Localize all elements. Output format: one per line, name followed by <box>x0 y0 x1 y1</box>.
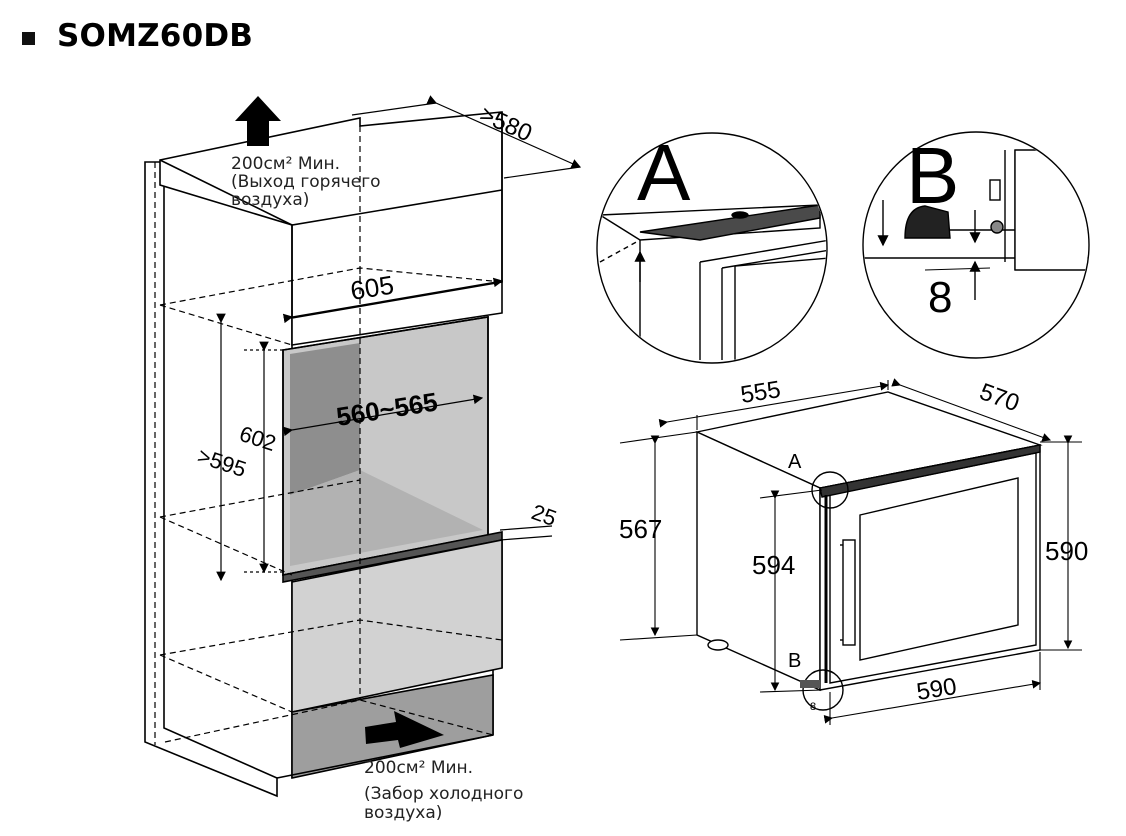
inlet-area-label: 200см² Мин. <box>364 758 473 778</box>
detail-b-dim: 8 <box>928 273 952 322</box>
appliance-dimension-lines <box>619 378 1082 725</box>
dim-appliance-height-front: 594 <box>752 550 795 580</box>
cabinet-dimension-lines <box>216 95 582 582</box>
dim-niche-height-outer: >595 <box>194 443 249 482</box>
detail-b-label: B <box>906 131 959 220</box>
dim-gap: 25 <box>528 499 560 531</box>
outlet-area-label: 200см² Мин. <box>231 154 340 174</box>
appliance-drawing <box>694 391 1043 711</box>
hot-air-outlet-arrow-icon <box>235 96 281 146</box>
inlet-desc-line2: воздуха) <box>364 803 442 823</box>
dim-width-top: 605 <box>348 270 396 306</box>
outlet-desc-line1: (Выход горячего <box>231 172 381 192</box>
dim-niche-height-inner: 602 <box>236 421 279 456</box>
square-bullet-icon <box>22 31 35 45</box>
outlet-desc-line2: воздуха) <box>231 190 309 210</box>
dim-appliance-front-width: 590 <box>915 673 959 706</box>
marker-a-label: A <box>788 451 802 473</box>
cabinet-drawing <box>144 111 503 798</box>
dim-appliance-depth: 570 <box>976 378 1023 417</box>
marker-b-label: B <box>788 650 801 672</box>
page-header: SOMZ60DB <box>22 14 253 58</box>
model-title: SOMZ60DB <box>57 18 254 54</box>
inlet-desc-line1: (Забор холодного <box>364 784 523 804</box>
cold-air-inlet-arrow-icon <box>365 711 444 748</box>
detail-b-view: B 8 <box>862 131 1090 359</box>
detail-a-view: A <box>596 128 828 364</box>
detail-a-label: A <box>637 128 691 217</box>
marker-b-small-dim: 8 <box>810 701 816 713</box>
dim-appliance-width: 555 <box>739 376 783 409</box>
dim-appliance-height-body: 567 <box>619 514 662 544</box>
dim-appliance-height-total: 590 <box>1045 536 1088 566</box>
